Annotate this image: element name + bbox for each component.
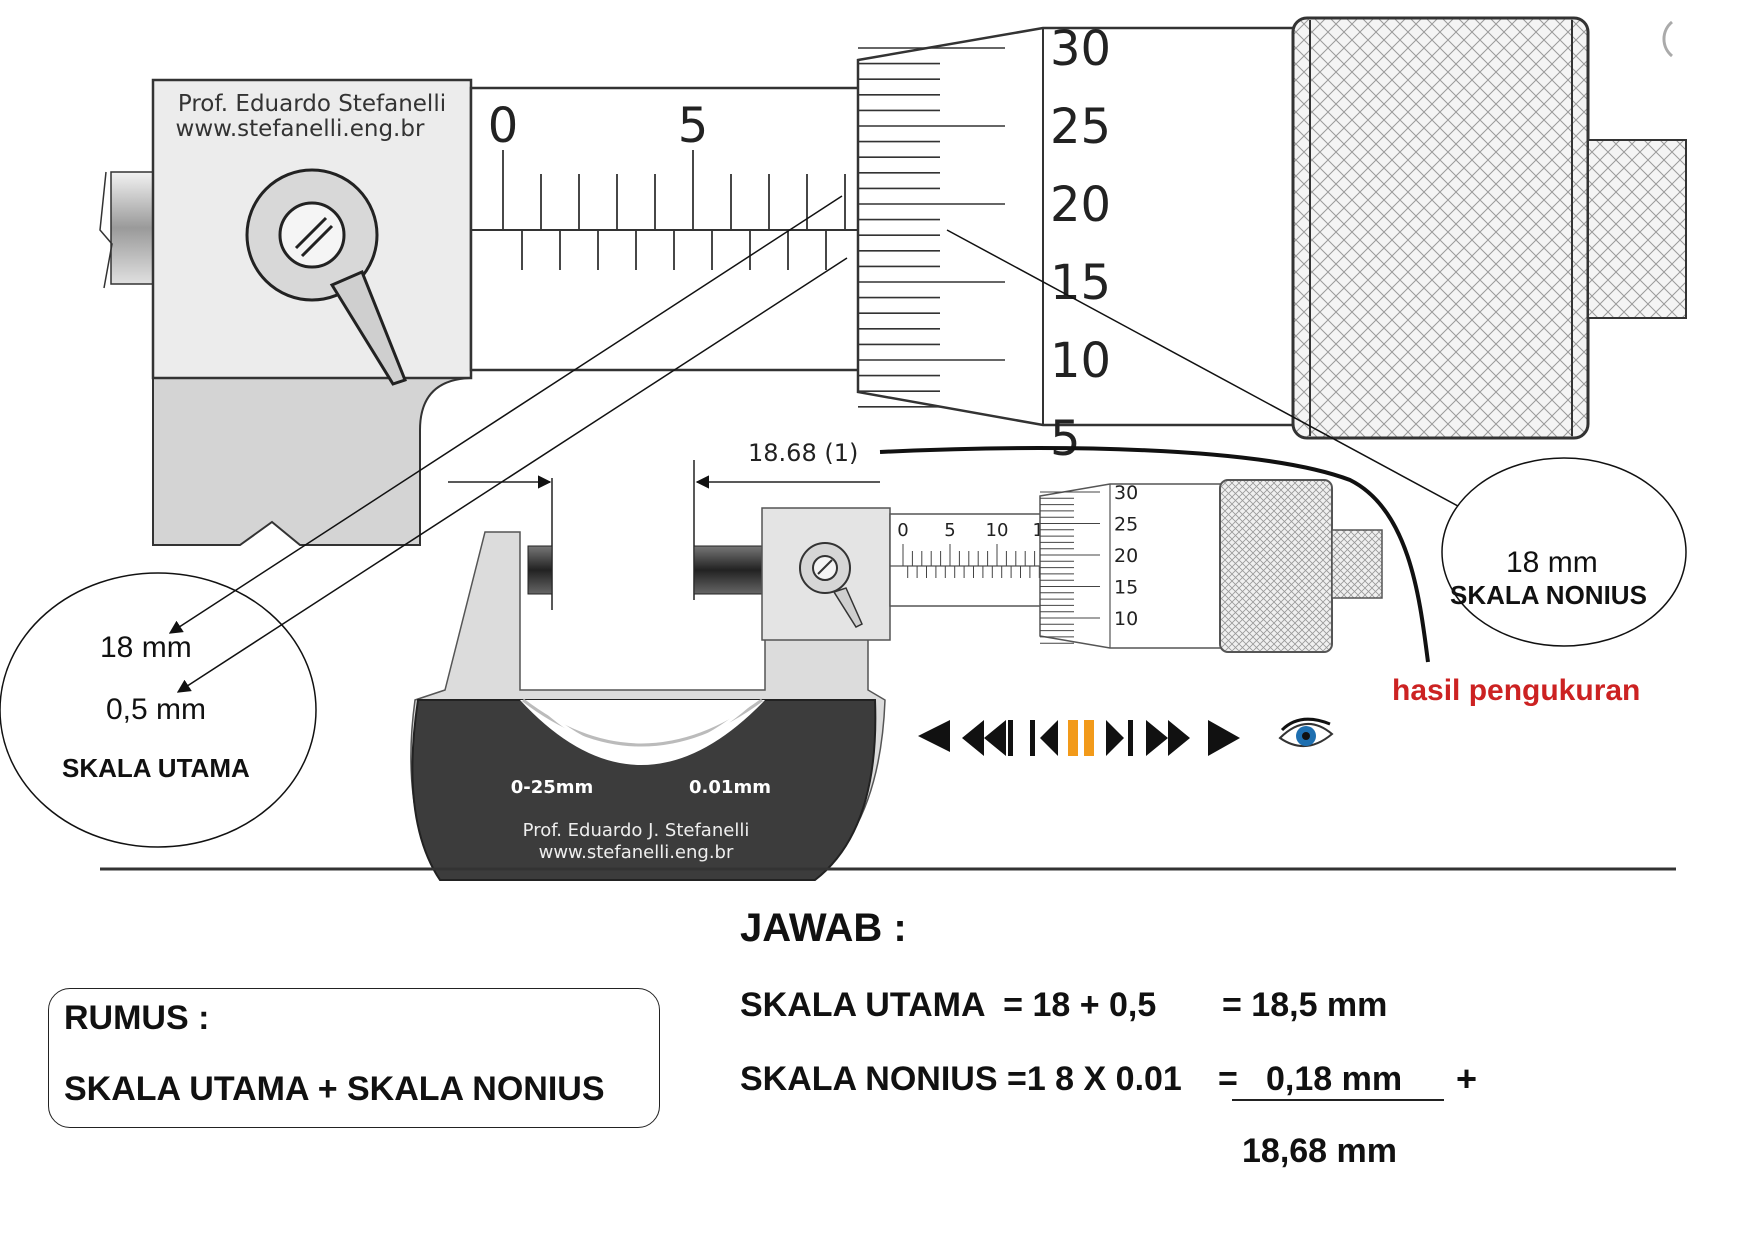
right-callout-line1: 18 mm (1506, 546, 1598, 579)
pause-icon[interactable] (1068, 720, 1094, 756)
thimble-tick-label: 30 (1050, 21, 1111, 77)
big-url-label: www.stefanelli.eng.br (176, 116, 425, 142)
thimble-tick-label: 20 (1050, 177, 1111, 233)
skala-utama-label: SKALA UTAMA (62, 753, 250, 783)
small-sleeve-tick-label: 10 (986, 520, 1009, 541)
small-sleeve-tick-label: 0 (897, 520, 908, 541)
big-micrometer: Prof. Eduardo Stefanelli www.stefanelli.… (99, 16, 1687, 546)
step-forward-icon[interactable] (1106, 720, 1133, 756)
result-label: hasil pengukuran (1392, 674, 1641, 707)
answer-row2-label: SKALA NONIUS =1 8 X 0.01 (740, 1060, 1182, 1098)
playback-controls (918, 717, 1334, 756)
small-thimble-tick-label: 10 (1114, 608, 1138, 630)
answer-row2-result: 0,18 mm (1266, 1060, 1403, 1098)
lock-lever (329, 270, 407, 386)
answer-total: 18,68 mm (1242, 1132, 1397, 1170)
thimble-tick-label: 5 (1050, 411, 1081, 467)
answer-row2-equals: = (1218, 1060, 1238, 1098)
small-sleeve-tick-label: 5 (944, 520, 955, 541)
sleeve-tick-label: 5 (678, 98, 709, 154)
thimble-tick-label: 10 (1050, 333, 1111, 389)
answer-row1-label: SKALA UTAMA = 18 + 0,5 (740, 986, 1157, 1024)
thimble-tick-label: 25 (1050, 99, 1111, 155)
big-ratchet (1587, 139, 1687, 319)
formula-expression: SKALA UTAMA + SKALA NONIUS (64, 1070, 605, 1108)
small-micrometer: 18.68 (1) 0-25mm 0.01mm Prof. Eduardo J.… (410, 439, 1383, 881)
small-thimble-tick-label: 15 (1114, 577, 1138, 599)
eye-icon[interactable] (1278, 717, 1334, 747)
big-knurled-knob (1291, 16, 1590, 440)
answer-plus: + (1456, 1058, 1478, 1099)
fast-forward-icon[interactable] (1146, 720, 1190, 756)
step-back-icon[interactable] (1030, 720, 1058, 756)
measurement-reading: 18.68 (1) (748, 439, 858, 467)
big-author-label: Prof. Eduardo Stefanelli (178, 91, 446, 117)
sum-underline (1232, 1099, 1444, 1101)
skala-nonius-callout (1441, 457, 1687, 647)
frame-body (411, 699, 877, 881)
small-author-label: Prof. Eduardo J. Stefanelli (523, 820, 750, 841)
small-thimble-scale: 30 25 20 15 10 (1040, 482, 1138, 644)
answer-title: JAWAB : (740, 906, 907, 950)
left-callout-line1: 18 mm (100, 631, 192, 664)
formula-box (48, 988, 660, 1128)
small-thimble-tick-label: 20 (1114, 545, 1138, 567)
rewind-to-start-icon[interactable] (918, 720, 950, 752)
skala-utama-callout (0, 572, 317, 848)
result-leader (879, 446, 1430, 663)
small-thimble-tick-label: 30 (1114, 482, 1138, 504)
callout-leaders (168, 195, 1508, 693)
sleeve-tick-label: 0 (488, 98, 519, 154)
resolution-label: 0.01mm (689, 777, 771, 798)
rewind-icon[interactable] (962, 720, 1013, 756)
small-url-label: www.stefanelli.eng.br (539, 842, 734, 863)
answer-row1-result: = 18,5 mm (1222, 986, 1388, 1024)
skala-nonius-label: SKALA NONIUS (1450, 580, 1647, 610)
play-icon[interactable] (1208, 720, 1240, 756)
left-callout-line2: 0,5 mm (106, 693, 207, 726)
formula-title: RUMUS : (64, 999, 210, 1037)
small-thimble-tick-label: 25 (1114, 514, 1138, 536)
range-label: 0-25mm (511, 777, 594, 798)
